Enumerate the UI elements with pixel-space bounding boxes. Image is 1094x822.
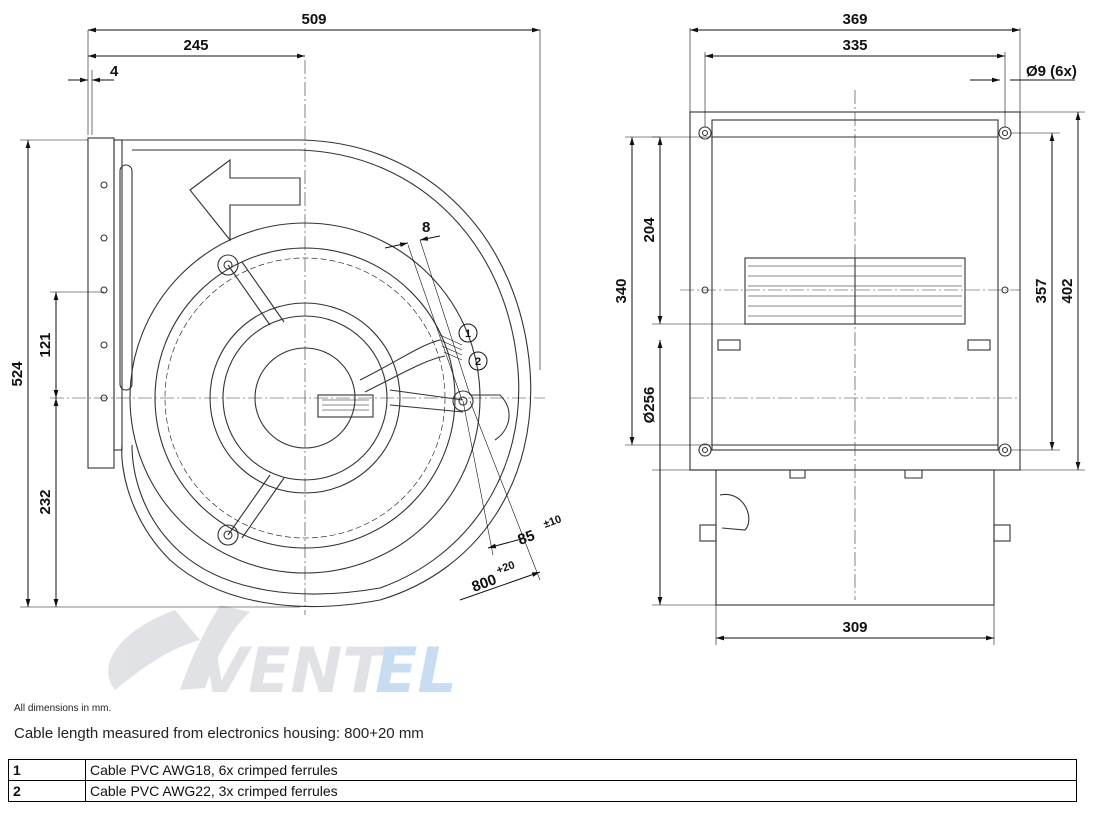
dim-upper-to-axis: 121 bbox=[37, 332, 54, 357]
front-view: 509 245 4 524 121 232 8 1 2 bbox=[9, 11, 563, 615]
dim-cable-length: 800 bbox=[470, 571, 499, 596]
dim-flange-offset: 4 bbox=[110, 63, 119, 80]
dim-width-overall: 509 bbox=[301, 11, 326, 28]
cable-legend-table: 1 Cable PVC AWG18, 6x crimped ferrules 2… bbox=[8, 759, 1077, 802]
legend-text: Cable PVC AWG18, 6x crimped ferrules bbox=[85, 759, 1077, 781]
dim-outlet-width: 309 bbox=[842, 619, 867, 636]
dim-lower-from-axis: 232 bbox=[37, 489, 54, 514]
dim-cable-offset-tol: ±10 bbox=[542, 513, 563, 531]
logo-text-accent: EL bbox=[375, 634, 457, 700]
side-view: 369 335 Ø9 (6x) 204 340 Ø256 357 bbox=[613, 11, 1085, 645]
units-note: All dimensions in mm. bbox=[14, 703, 112, 714]
legend-num: 1 bbox=[8, 759, 86, 781]
table-row: 2 Cable PVC AWG22, 3x crimped ferrules bbox=[8, 780, 1077, 802]
dim-side-width-overall: 369 bbox=[842, 11, 867, 28]
dim-to-center: 245 bbox=[183, 37, 208, 54]
callout-1: 1 bbox=[465, 328, 471, 340]
logo-text-main: VENT bbox=[200, 634, 389, 700]
legend-num: 2 bbox=[8, 780, 86, 802]
dim-side-height: 340 bbox=[613, 278, 630, 303]
dim-height-overall: 524 bbox=[9, 361, 26, 387]
table-row: 1 Cable PVC AWG18, 6x crimped ferrules bbox=[8, 759, 1077, 781]
dim-side-width-holes: 335 bbox=[842, 37, 867, 54]
dim-cable-offset: 85 bbox=[516, 527, 537, 549]
callout-2: 2 bbox=[475, 356, 481, 368]
dim-impeller-diameter: Ø256 bbox=[641, 387, 658, 424]
dim-cable-angle: 8 bbox=[422, 219, 430, 236]
dim-side-hole-span: 357 bbox=[1033, 278, 1050, 303]
dim-hole-note: Ø9 (6x) bbox=[1026, 63, 1077, 80]
legend-text: Cable PVC AWG22, 3x crimped ferrules bbox=[85, 780, 1077, 802]
dim-side-impeller-height: 204 bbox=[641, 217, 658, 243]
dim-cable-length-tol: +20 bbox=[495, 559, 517, 577]
brand-logo: VENT EL bbox=[108, 605, 457, 700]
dim-side-height-overall: 402 bbox=[1059, 278, 1076, 303]
cable-note: Cable length measured from electronics h… bbox=[14, 725, 424, 742]
technical-drawing: VENT EL bbox=[9, 11, 1085, 700]
